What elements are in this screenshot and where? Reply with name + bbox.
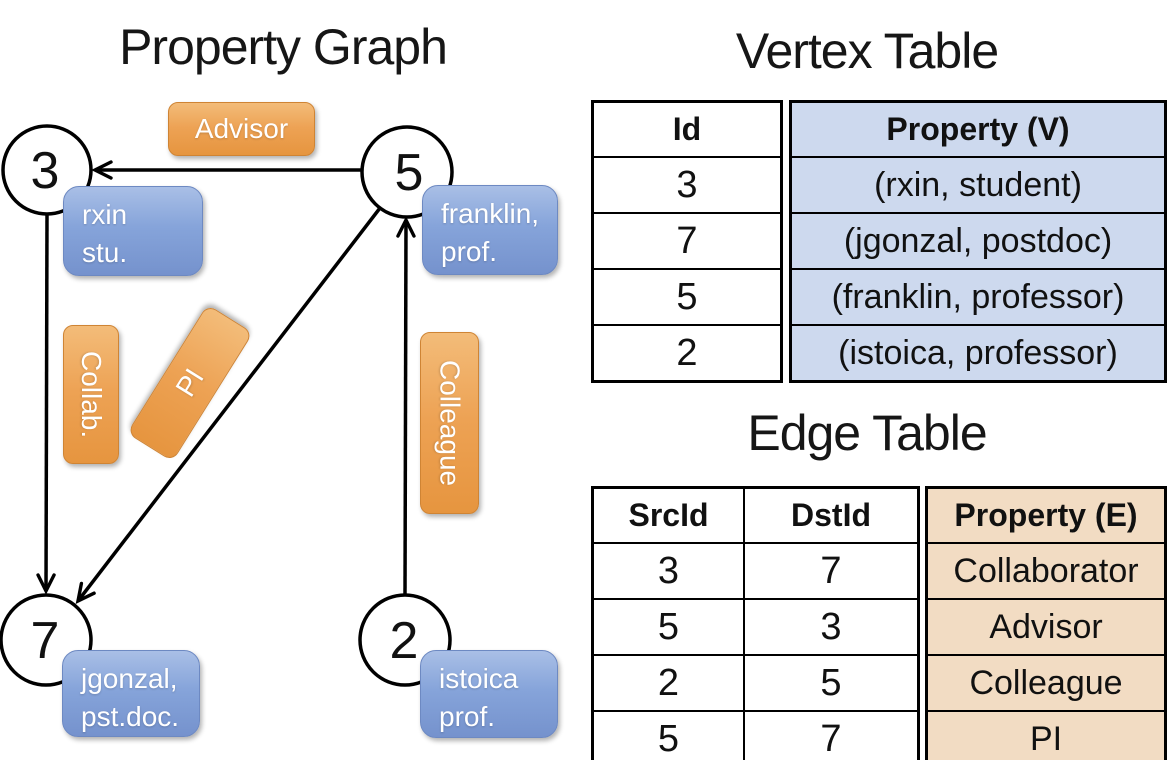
vertex-row-id: 2 (594, 324, 780, 380)
node-property-7-line1: jgonzal, (81, 663, 178, 694)
vertex-row-property: (franklin, professor) (792, 268, 1164, 324)
edge-table-property-header: Property (E) (954, 497, 1138, 533)
edge-row-property: Collaborator (928, 542, 1164, 598)
edge-row-dst: 7 (743, 710, 917, 760)
node-property-box-7: jgonzal, pst.doc. (62, 650, 200, 737)
edge-table-srcid-header: SrcId (628, 497, 709, 533)
edge-row-dst: 5 (743, 654, 917, 710)
vertex-table-property-header: Property (V) (886, 111, 1070, 147)
edge-table-dstid-header: DstId (743, 489, 917, 542)
edge-table-property-column: Property (E) Collaborator Advisor Collea… (925, 486, 1167, 760)
vertex-table-title: Vertex Table (735, 23, 999, 79)
node-label-7: 7 (31, 612, 60, 670)
edge-row-property: PI (928, 710, 1164, 760)
edge-badge-advisor: Advisor (168, 102, 315, 156)
edge-badge-colleague-label: Colleague (434, 359, 466, 487)
node-label-5: 5 (395, 144, 424, 202)
node-property-box-3: rxin stu. (63, 186, 203, 276)
node-property-box-2: istoica prof. (420, 650, 558, 738)
vertex-row-property: (jgonzal, postdoc) (792, 212, 1164, 268)
node-property-5-line1: franklin, (441, 198, 540, 229)
edge-row-src: 5 (594, 710, 743, 760)
edge-row-src: 3 (594, 542, 743, 598)
node-property-box-5: franklin, prof. (422, 185, 558, 275)
property-graph-title: Property Graph (119, 19, 448, 75)
edge-colleague-2-to-5 (396, 216, 416, 596)
vertex-table-id-header: Id (672, 111, 702, 147)
node-label-2: 2 (390, 612, 419, 670)
node-label-3: 3 (31, 142, 60, 200)
edge-table-id-columns: SrcId DstId 3 7 5 3 2 5 5 7 (591, 486, 920, 760)
node-property-3-line1: rxin (82, 199, 128, 230)
node-property-7-line2: pst.doc. (81, 701, 180, 732)
node-property-5-line2: prof. (441, 236, 498, 267)
edge-row-property: Advisor (928, 598, 1164, 654)
edge-badge-collab-label: Collab. (76, 350, 107, 439)
vertex-row-property: (rxin, student) (792, 156, 1164, 212)
edge-row-src: 5 (594, 598, 743, 654)
edge-row-dst: 7 (743, 542, 917, 598)
vertex-row-id: 5 (594, 268, 780, 324)
vertex-row-id: 3 (594, 156, 780, 212)
edge-badge-advisor-label: Advisor (194, 113, 289, 144)
edge-row-dst: 3 (743, 598, 917, 654)
vertex-table-id-column: Id 3 7 5 2 (591, 100, 783, 383)
node-property-2-line2: prof. (439, 701, 496, 732)
vertex-table-property-column: Property (V) (rxin, student) (jgonzal, p… (789, 100, 1167, 383)
node-property-2-line1: istoica (439, 663, 519, 694)
edge-collab-3-to-7 (36, 214, 56, 595)
edge-badge-colleague: Colleague (420, 332, 479, 514)
edge-row-property: Colleague (928, 654, 1164, 710)
vertex-row-property: (istoica, professor) (792, 324, 1164, 380)
edge-row-src: 2 (594, 654, 743, 710)
node-property-3-line2: stu. (82, 237, 128, 268)
edge-badge-pi-label: PI (169, 363, 210, 403)
edge-badge-collab: Collab. (63, 325, 119, 464)
vertex-row-id: 7 (594, 212, 780, 268)
edge-table-title: Edge Table (747, 405, 987, 461)
edge-pi-5-to-7 (75, 206, 382, 605)
